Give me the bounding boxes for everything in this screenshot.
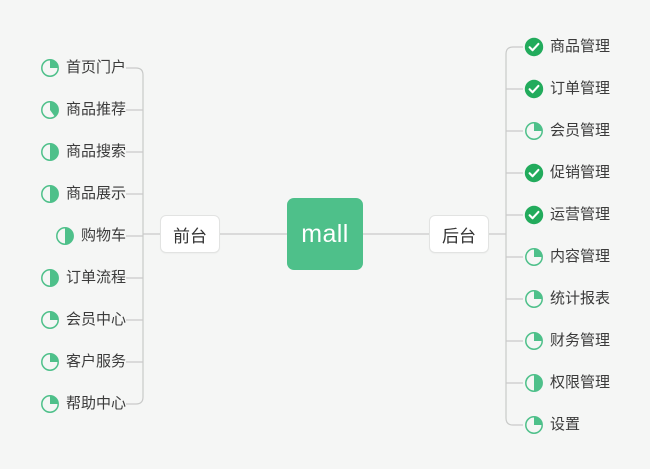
leaf-node-label: 商品搜索 — [65, 143, 126, 160]
leaf-node-label: 设置 — [550, 416, 581, 433]
leaf-node-frontend-4[interactable]: 购物车 — [55, 224, 126, 248]
leaf-node-label: 财务管理 — [550, 332, 611, 349]
leaf-node-label: 商品展示 — [65, 185, 126, 202]
leaf-node-backend-3[interactable]: 促销管理 — [524, 161, 610, 185]
center-node-mall[interactable]: mall — [287, 198, 363, 270]
check-circle-icon — [524, 205, 544, 225]
pie-progress-icon — [524, 331, 544, 351]
branch-node-frontend-label: 前台 — [173, 226, 207, 246]
leaf-node-frontend-7[interactable]: 客户服务 — [40, 350, 126, 374]
connector-spine-backend — [505, 46, 523, 426]
leaf-node-label: 商品管理 — [550, 38, 611, 55]
leaf-node-label: 首页门户 — [65, 59, 126, 76]
pie-progress-icon — [40, 352, 60, 372]
pie-progress-icon — [524, 373, 544, 393]
check-circle-icon — [524, 37, 544, 57]
leaf-node-label: 订单管理 — [550, 80, 611, 97]
leaf-node-label: 会员中心 — [65, 311, 126, 328]
leaf-node-backend-0[interactable]: 商品管理 — [524, 35, 610, 59]
leaf-node-backend-4[interactable]: 运营管理 — [524, 203, 610, 227]
check-circle-icon — [524, 163, 544, 183]
leaf-node-label: 统计报表 — [550, 290, 611, 307]
branch-node-backend-label: 后台 — [442, 226, 476, 246]
pie-progress-icon — [40, 58, 60, 78]
leaf-node-label: 促销管理 — [550, 164, 611, 181]
leaf-node-label: 帮助中心 — [65, 395, 126, 412]
check-circle-icon — [524, 79, 544, 99]
leaf-node-backend-2[interactable]: 会员管理 — [524, 119, 610, 143]
leaf-node-backend-6[interactable]: 统计报表 — [524, 287, 610, 311]
leaf-node-label: 内容管理 — [550, 248, 611, 265]
branch-node-backend[interactable]: 后台 — [429, 215, 489, 253]
pie-progress-icon — [524, 121, 544, 141]
leaf-node-label: 订单流程 — [65, 269, 126, 286]
pie-progress-icon — [55, 226, 75, 246]
pie-progress-icon — [40, 394, 60, 414]
leaf-node-backend-1[interactable]: 订单管理 — [524, 77, 610, 101]
leaf-node-backend-5[interactable]: 内容管理 — [524, 245, 610, 269]
leaf-node-label: 运营管理 — [550, 206, 611, 223]
pie-progress-icon — [524, 247, 544, 267]
leaf-node-label: 会员管理 — [550, 122, 611, 139]
leaf-node-backend-8[interactable]: 权限管理 — [524, 371, 610, 395]
pie-progress-icon — [40, 268, 60, 288]
pie-progress-icon — [40, 100, 60, 120]
leaf-node-label: 客户服务 — [65, 353, 126, 370]
center-node-label: mall — [301, 219, 349, 248]
pie-progress-icon — [40, 184, 60, 204]
leaf-node-frontend-1[interactable]: 商品推荐 — [40, 98, 126, 122]
connector-spine-frontend — [126, 67, 144, 405]
leaf-node-frontend-3[interactable]: 商品展示 — [40, 182, 126, 206]
pie-progress-icon — [524, 415, 544, 435]
branch-node-frontend[interactable]: 前台 — [160, 215, 220, 253]
pie-progress-icon — [40, 142, 60, 162]
leaf-node-frontend-2[interactable]: 商品搜索 — [40, 140, 126, 164]
leaf-node-label: 权限管理 — [550, 374, 611, 391]
pie-progress-icon — [524, 289, 544, 309]
leaf-node-label: 购物车 — [80, 227, 126, 244]
pie-progress-icon — [40, 310, 60, 330]
leaf-node-label: 商品推荐 — [65, 101, 126, 118]
leaf-node-frontend-6[interactable]: 会员中心 — [40, 308, 126, 332]
leaf-node-frontend-8[interactable]: 帮助中心 — [40, 392, 126, 416]
leaf-node-backend-7[interactable]: 财务管理 — [524, 329, 610, 353]
leaf-node-frontend-0[interactable]: 首页门户 — [40, 56, 126, 80]
leaf-node-backend-9[interactable]: 设置 — [524, 413, 580, 437]
leaf-node-frontend-5[interactable]: 订单流程 — [40, 266, 126, 290]
